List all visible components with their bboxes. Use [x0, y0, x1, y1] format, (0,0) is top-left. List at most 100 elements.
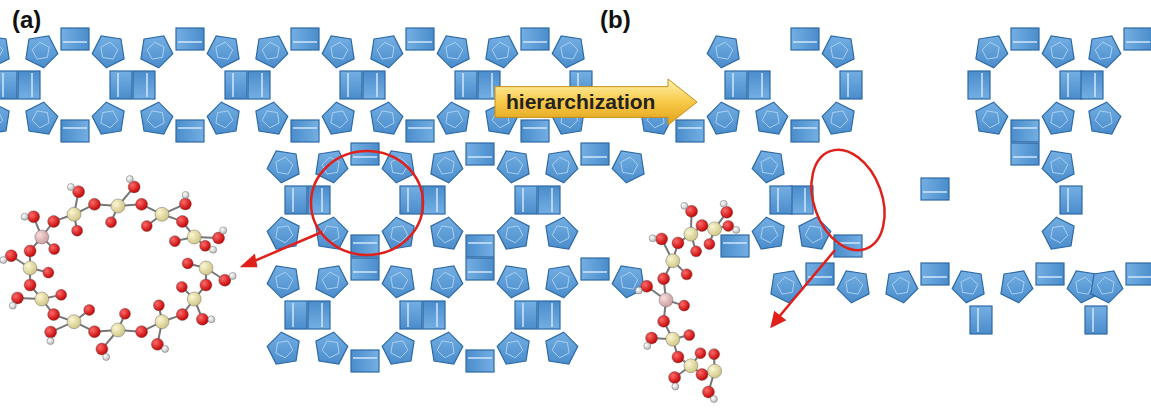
- atom: [200, 240, 211, 251]
- tile-edge: [761, 73, 763, 97]
- arrow-body: [495, 79, 697, 125]
- tile-face: [225, 71, 247, 99]
- tile-face: [176, 120, 204, 142]
- atom: [176, 215, 188, 227]
- atom: [220, 227, 227, 234]
- tile-edge: [723, 242, 747, 244]
- atom: [681, 269, 692, 280]
- tile-edge: [1067, 73, 1069, 97]
- atom: [656, 233, 668, 245]
- tile-edge: [353, 271, 377, 273]
- pentagon-tile: [976, 102, 1008, 134]
- tile-edge: [347, 73, 349, 97]
- tile-edge: [523, 41, 547, 43]
- tile-edge: [331, 111, 348, 128]
- tile-edge: [0, 111, 3, 128]
- tile-face: [133, 71, 155, 99]
- tile-face: [400, 186, 422, 214]
- pentagon-tile: [207, 36, 239, 68]
- tile-edge: [982, 111, 999, 128]
- atom: [672, 237, 684, 249]
- tile-edge: [293, 41, 317, 43]
- square-tile: [676, 120, 704, 142]
- highlight-circle: [798, 140, 897, 261]
- leader-arrow: [252, 232, 322, 262]
- tile-edge: [1051, 42, 1068, 59]
- atom: [28, 211, 40, 223]
- pentagon-tile: [92, 102, 124, 134]
- atom: [176, 281, 187, 292]
- tile-edge: [32, 111, 49, 128]
- pentagon-tile: [1001, 271, 1033, 303]
- pentagon-tile: [546, 217, 578, 249]
- atom: [658, 273, 670, 285]
- atom: [666, 332, 680, 346]
- pentagon-tile: [141, 36, 173, 68]
- atom: [679, 300, 690, 311]
- tile-edge: [376, 73, 378, 97]
- atom: [35, 292, 49, 306]
- square-tile: [225, 71, 247, 99]
- tile-edge: [491, 73, 493, 97]
- pentagon-tile: [1089, 102, 1121, 134]
- tile-edge: [982, 42, 999, 59]
- square-tile: [538, 301, 560, 329]
- tile-edge: [117, 73, 119, 97]
- square-tile: [581, 258, 609, 280]
- tile-edge: [437, 341, 454, 358]
- atom: [141, 221, 152, 232]
- atom: [182, 191, 189, 198]
- tile-edge: [761, 157, 778, 174]
- tile-edge: [101, 111, 118, 128]
- square-tile: [791, 120, 819, 142]
- atom: [48, 309, 60, 321]
- tile-edge: [293, 127, 317, 129]
- atom: [67, 315, 81, 329]
- atom: [695, 348, 706, 359]
- square-tile: [1011, 143, 1039, 165]
- process-arrow: hierarchization: [494, 78, 698, 126]
- tile-face: [466, 143, 494, 165]
- pentagon-tile: [1042, 151, 1074, 183]
- tile-edge: [276, 272, 293, 289]
- tile-edge: [716, 111, 733, 128]
- tile-face: [840, 71, 862, 99]
- tile-edge: [407, 303, 409, 327]
- atom: [723, 220, 734, 231]
- tile-edge: [1095, 42, 1112, 59]
- tile-face: [521, 28, 549, 50]
- atom: [649, 235, 656, 242]
- pentagon-tile: [371, 102, 403, 134]
- pentagon-tile: [26, 102, 58, 134]
- tile-edge: [777, 188, 779, 212]
- tile-face: [18, 71, 40, 99]
- atom: [635, 287, 642, 294]
- tile-edge: [446, 111, 463, 128]
- tile-edge: [276, 226, 293, 243]
- tile-edge: [1097, 277, 1114, 294]
- pentagon-tile: [612, 266, 644, 298]
- tile-face: [351, 350, 379, 372]
- tile-edge: [1051, 226, 1068, 243]
- pentagon-tile: [822, 36, 854, 68]
- tile-edge: [216, 111, 233, 128]
- tile-face: [248, 71, 270, 99]
- atom: [666, 254, 680, 268]
- atom: [67, 207, 81, 221]
- square-tile: [725, 71, 747, 99]
- square-tile: [1085, 306, 1107, 334]
- pentagon-tile: [371, 36, 403, 68]
- square-tile: [61, 120, 89, 142]
- tile-face: [423, 186, 445, 214]
- square-tile: [834, 235, 862, 257]
- atom: [708, 222, 722, 236]
- highlight-circle: [311, 151, 423, 255]
- pentagon-tile: [256, 102, 288, 134]
- pentagon-tile: [976, 36, 1008, 68]
- square-tile: [1011, 120, 1039, 142]
- atom: [691, 246, 702, 257]
- tile-edge: [63, 127, 87, 129]
- tile-edge: [331, 42, 348, 59]
- tile-edge: [761, 226, 778, 243]
